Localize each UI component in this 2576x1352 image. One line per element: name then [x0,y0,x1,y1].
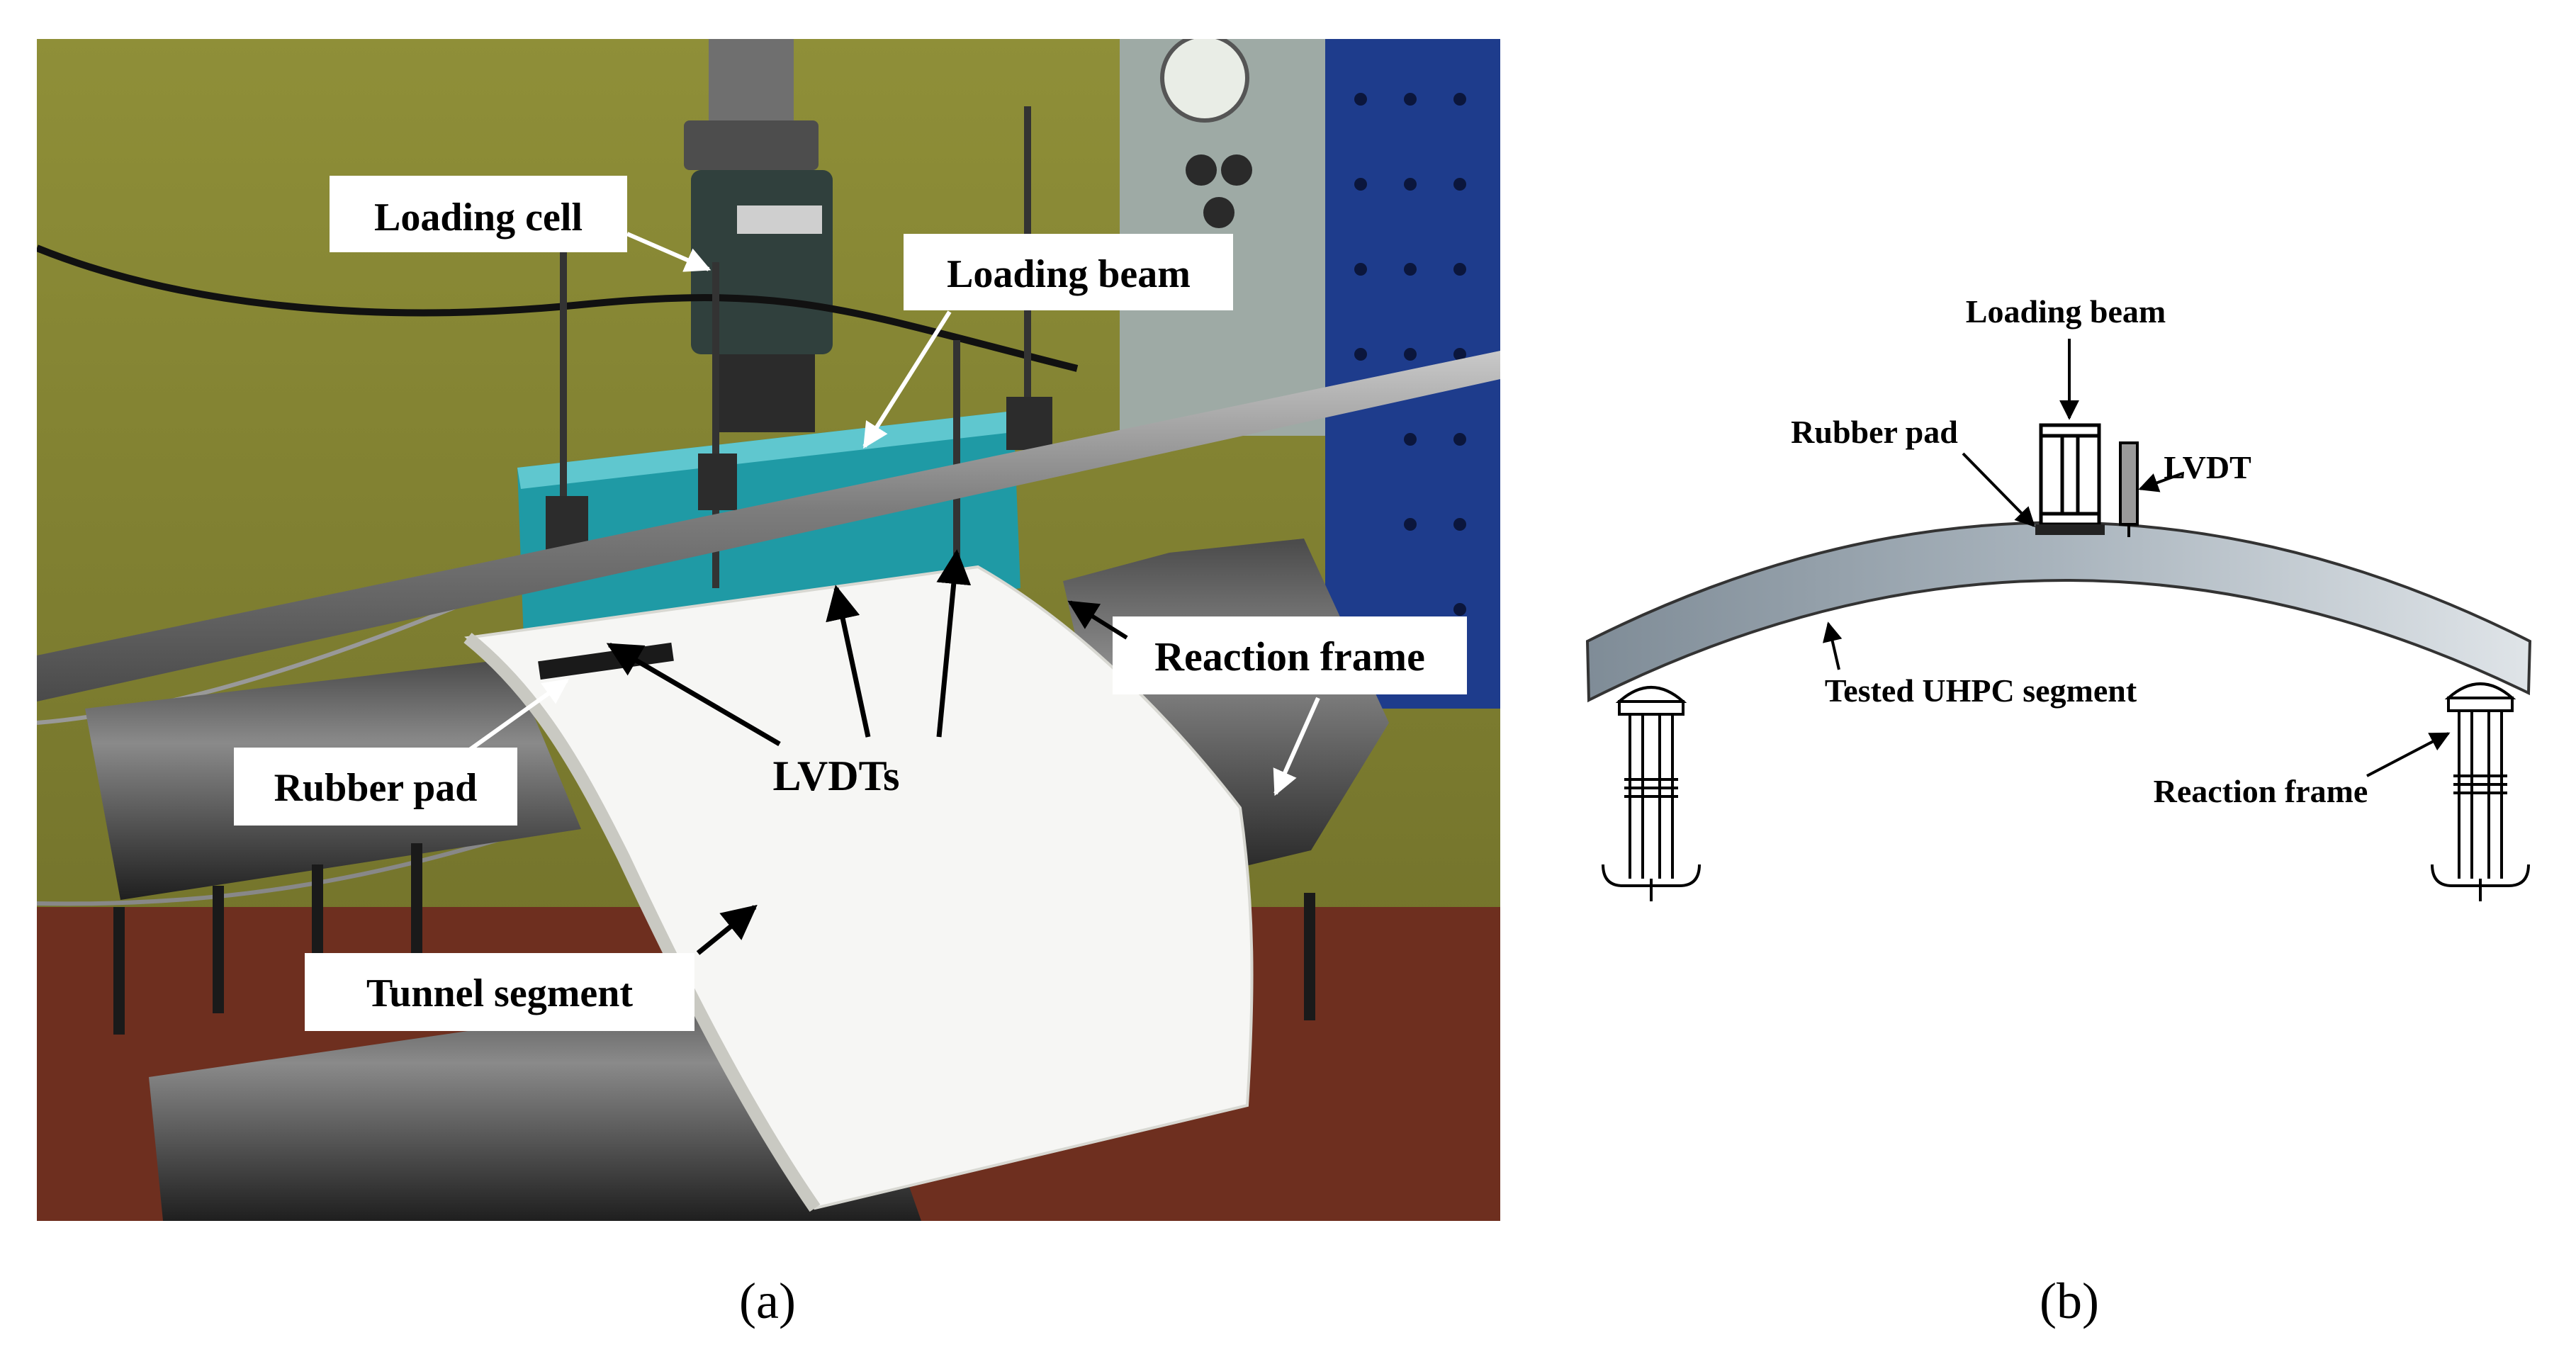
label-box-tunnel-segment [305,953,694,1031]
arrow-tested-segment [1823,621,1843,670]
arrow-lvdt-b [2138,472,2183,492]
panel-b-schematic: Loading beam Rubber pad LVDT Tested UHPC… [1585,293,2532,901]
cable [37,834,511,906]
arrow-lvdt-1 [606,642,781,747]
frame-holes [1354,93,1466,616]
arrow-reaction-frame-2 [1273,697,1320,796]
arrow-tunnel-segment [696,904,758,955]
lvdt-schematic [2119,441,2139,526]
arrow-lvdt-3 [936,549,972,738]
arrow-reaction-frame-b [2366,732,2451,777]
arrow-loading-cell [626,232,712,272]
label-box-reaction-frame [1113,616,1467,694]
knob [1203,197,1234,228]
arrow-reaction-frame-1 [1067,600,1128,640]
reaction-frame-right [2431,682,2530,901]
teal-beam-top [517,411,1013,489]
caption-b: (b) [2040,1273,2099,1329]
loading-beam [2039,423,2101,526]
arrow-rubber-pad-b [1962,452,2035,527]
actuator-body [684,120,819,170]
arrow-loading-beam [862,310,952,449]
label-lvdts: LVDTs [772,753,899,799]
label-loading-cell: Loading cell [374,196,583,240]
load-cell-base [716,354,815,432]
panel-a-photo: Loading cell Loading beam Reaction frame… [37,39,1500,1221]
load-cell-label [737,205,822,234]
label-lvdt-b: LVDT [2164,449,2251,485]
label-reaction-frame: Reaction frame [1154,633,1425,680]
arrow-rubber-pad [466,678,569,753]
label-rubber-pad-b: Rubber pad [1791,414,1958,450]
label-box-loading-cell [330,176,627,252]
label-tunnel-segment: Tunnel segment [366,971,633,1015]
reaction-frame-left [1602,686,1701,901]
label-tested-segment: Tested UHPC segment [1825,672,2137,709]
arrow-lvdt-2 [826,585,871,738]
cable [37,244,1079,372]
label-loading-beam: Loading beam [947,252,1191,296]
rubber-pad-schematic [2035,524,2105,535]
label-box-loading-beam [904,234,1233,310]
gauge [1160,39,1249,123]
label-loading-beam-b: Loading beam [1966,293,2166,329]
uhpc-segment [1585,521,2532,703]
knob [1186,154,1217,186]
caption-a: (a) [739,1273,796,1329]
knob [1221,154,1252,186]
label-box-rubber-pad [234,748,517,826]
label-rubber-pad: Rubber pad [274,766,478,810]
reference-bar [37,351,1500,702]
label-reaction-frame-b: Reaction frame [2154,773,2368,809]
